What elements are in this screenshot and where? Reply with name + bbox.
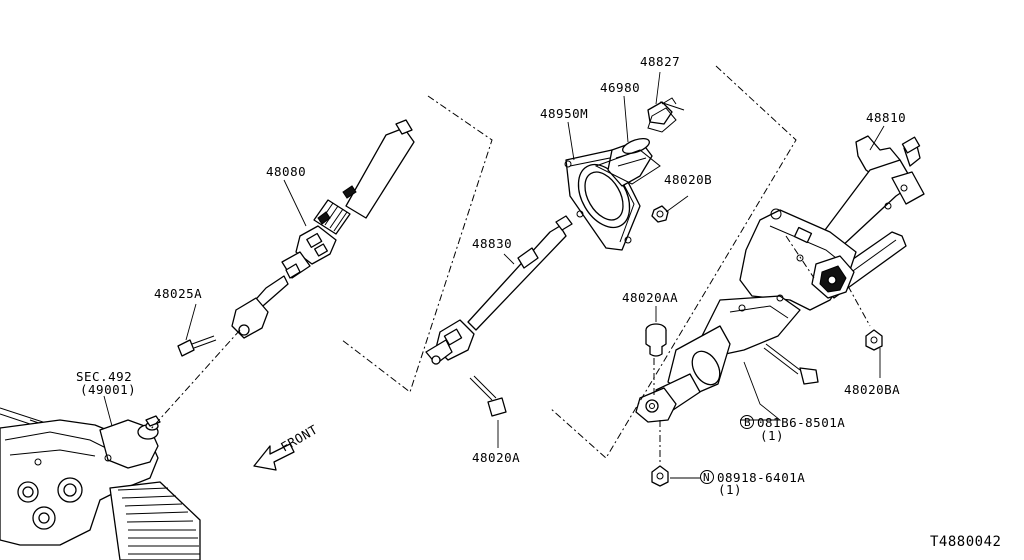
rack-boot — [109, 481, 201, 560]
label-48025a: 48025A — [154, 286, 202, 301]
bolt-081b6 — [763, 343, 819, 385]
column-ba-line-2 — [847, 285, 871, 327]
label-48020aa: 48020AA — [622, 290, 678, 305]
label-48020a: 48020A — [472, 450, 520, 465]
label-front: FRONT — [278, 422, 320, 455]
nut-48020ba — [865, 329, 883, 351]
nut-48020b — [651, 205, 669, 223]
label-bolt-qty: (1) — [760, 428, 784, 443]
label-sec-49001: (49001) — [80, 382, 136, 397]
bolt-48020a — [469, 375, 507, 417]
lower-shaft-box — [341, 95, 493, 393]
steering-column-assembly — [635, 135, 925, 423]
nut-marker-letter: N — [703, 471, 710, 484]
diagram-id: T4880042 — [930, 534, 1001, 550]
nut-marker-circle — [700, 470, 714, 484]
bolt-marker-circle — [740, 415, 754, 429]
label-48827: 48827 — [640, 54, 680, 69]
label-48080: 48080 — [266, 164, 306, 179]
label-bolt-code: 081B6-8501A — [757, 415, 845, 430]
steering-gear-assembly — [0, 407, 201, 560]
label-48810: 48810 — [866, 110, 906, 125]
label-48020ba: 48020BA — [844, 382, 900, 397]
bolt-marker-letter: B — [744, 416, 751, 429]
nut-08918 — [651, 465, 669, 487]
cap-48020aa — [645, 323, 667, 357]
spring-clip — [647, 97, 685, 133]
label-nut-qty: (1) — [718, 482, 742, 497]
column-box — [549, 65, 797, 459]
column-seal-boot — [594, 137, 661, 187]
bolt-48025a — [177, 335, 217, 357]
label-48020b: 48020B — [664, 172, 712, 187]
rack-link-line — [149, 329, 241, 431]
lower-steering-shaft — [231, 119, 415, 339]
label-46980: 46980 — [600, 80, 640, 95]
label-sec-492: SEC.492 — [76, 369, 132, 384]
label-48830: 48830 — [472, 236, 512, 251]
front-arrow — [253, 443, 295, 471]
label-nut-code: 08918-6401A — [717, 470, 805, 485]
label-48950m: 48950M — [540, 106, 588, 121]
column-ba-line — [785, 235, 815, 279]
intermediate-shaft — [425, 215, 573, 365]
